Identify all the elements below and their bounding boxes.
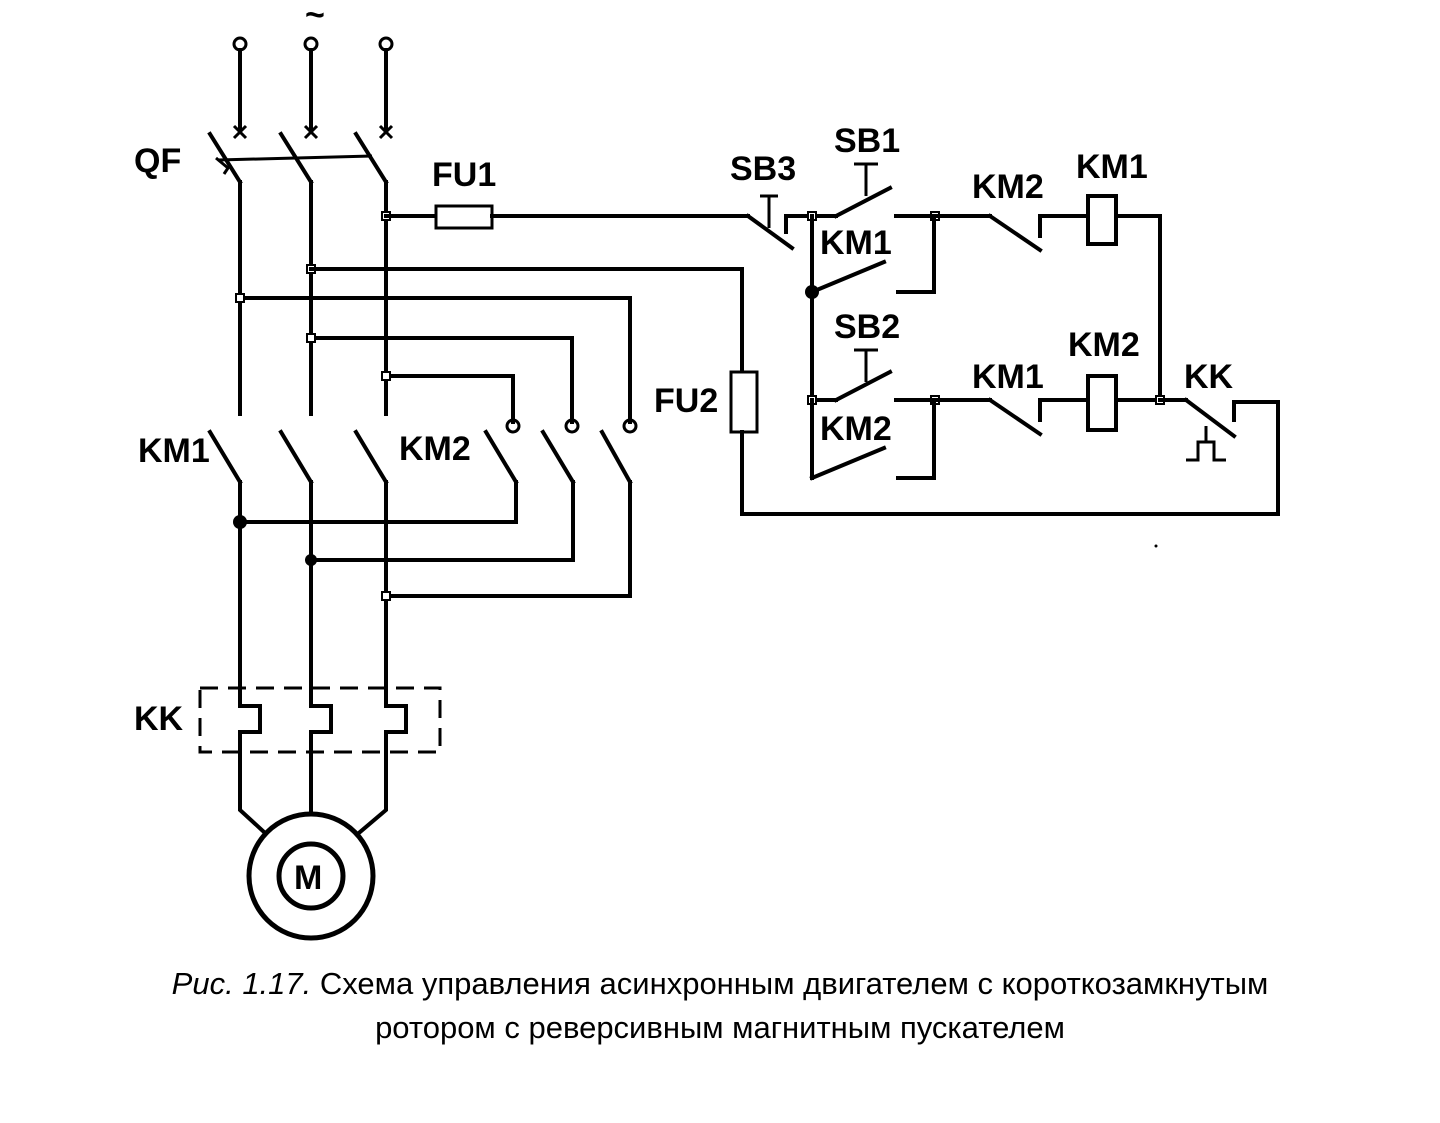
breaker-qf: QF	[134, 131, 389, 185]
label-km2-main: KM2	[399, 430, 471, 468]
thermal-contact-kk: KK	[1158, 358, 1237, 462]
label-kk-contact: KK	[1184, 358, 1234, 396]
caption-text-line1: Схема управления асинхронным двигателем …	[319, 966, 1269, 1001]
supply-symbol: ~	[305, 0, 325, 34]
label-km2-coil: KM2	[1068, 326, 1140, 364]
label-sb2: SB2	[834, 308, 900, 346]
label-km1-hold: KM1	[820, 224, 892, 262]
label-qf: QF	[134, 142, 181, 180]
motor-symbol: M	[294, 859, 322, 897]
thermal-relay-kk: KK	[134, 686, 442, 754]
label-km1-main: KM1	[138, 432, 210, 470]
label-km2-hold: KM2	[820, 410, 892, 448]
label-fu1: FU1	[432, 156, 496, 194]
reverse-branch: SB2 KM2 KM1 KM2	[807, 308, 1165, 481]
label-km1-coil: KM1	[1076, 148, 1148, 186]
forward-branch: SB1 KM1 KM2 KM1	[805, 122, 1162, 402]
stop-button-sb3: SB3	[730, 150, 814, 251]
label-km2-interlock: KM2	[972, 168, 1044, 206]
fuse-fu2: FU2	[309, 267, 1280, 516]
km2-main-contacts: KM2	[233, 429, 633, 601]
figure-reference: Рис. 1.17.	[171, 966, 312, 1001]
fuse-fu1: FU1	[384, 156, 750, 230]
supply-terminals: ~	[232, 0, 394, 140]
power-buses	[235, 180, 638, 434]
label-kk-relay: KK	[134, 700, 184, 738]
figure-caption-line2: ротором с реверсивным магнитным пускател…	[375, 1010, 1065, 1045]
label-sb3: SB3	[730, 150, 796, 188]
label-sb1: SB1	[834, 122, 900, 160]
figure-caption-line1: Рис. 1.17. Схема управления асинхронным …	[0, 966, 1440, 1002]
motor: M	[238, 750, 388, 941]
label-fu2: FU2	[654, 382, 718, 420]
label-km1-interlock: KM1	[972, 358, 1044, 396]
